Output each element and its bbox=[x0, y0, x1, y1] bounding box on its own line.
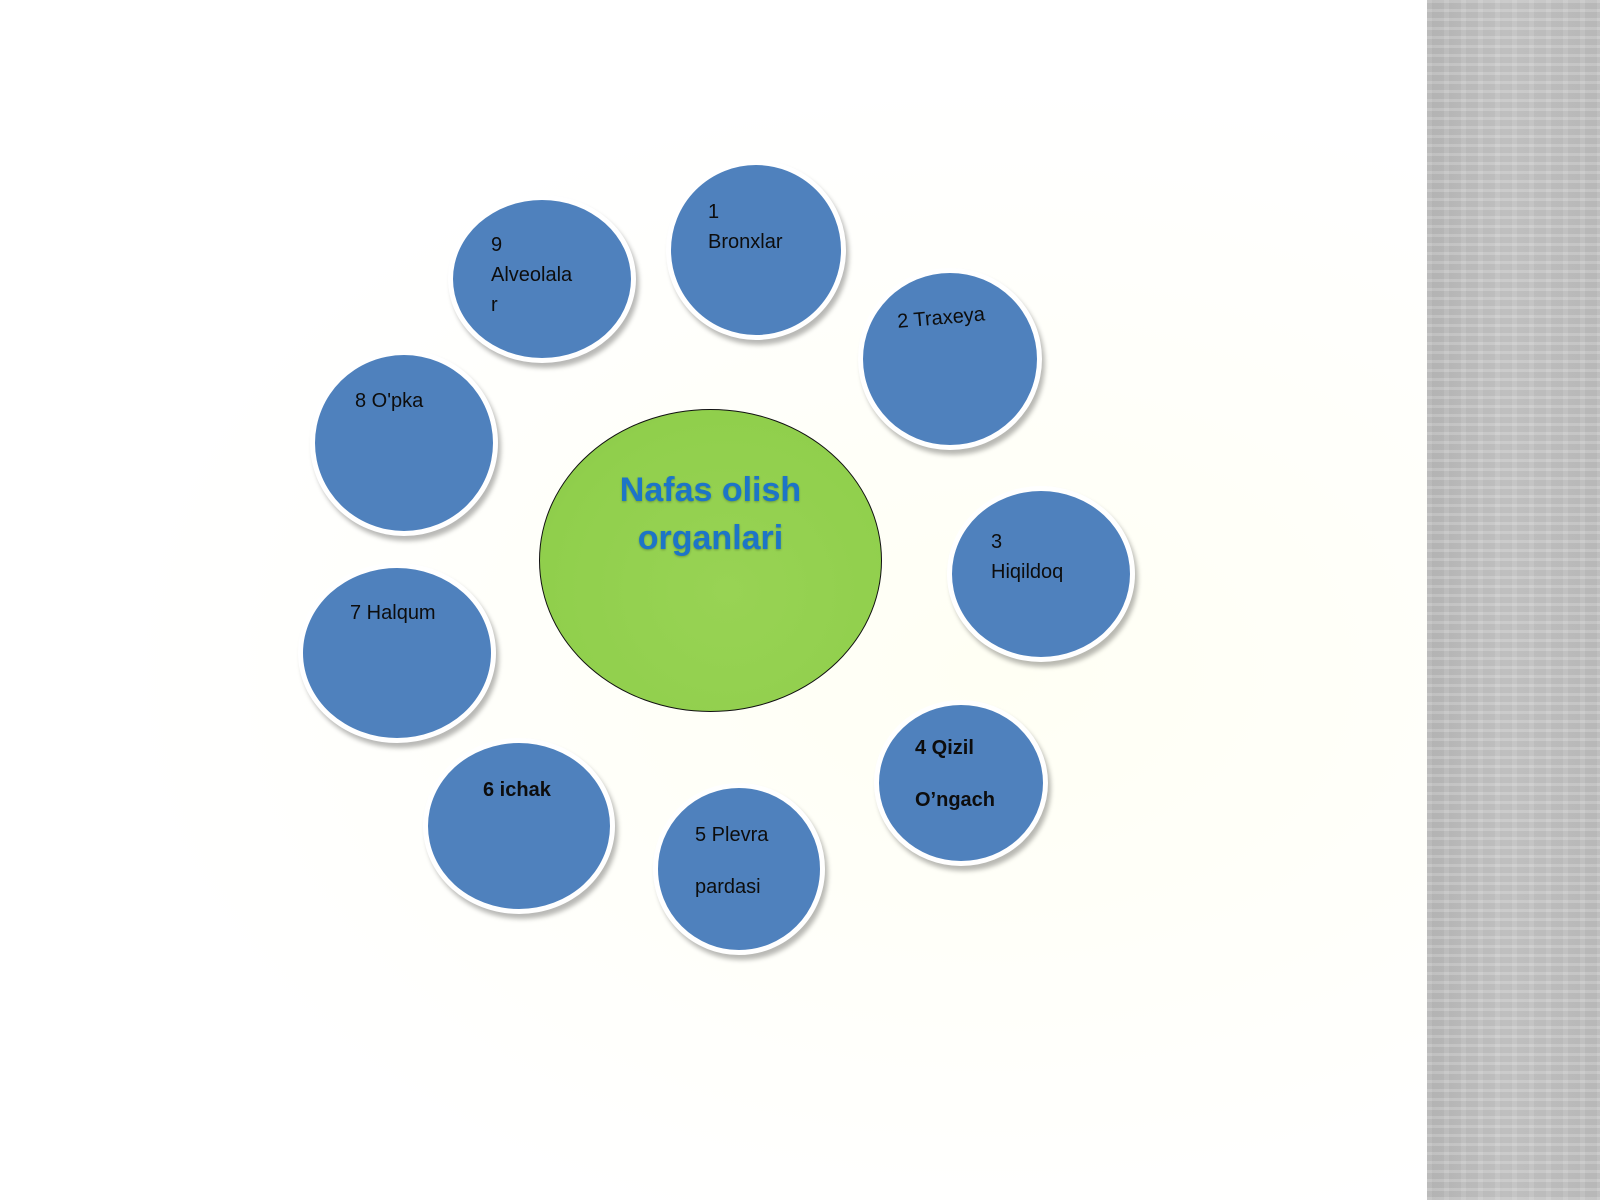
label-line: Hiqildoq bbox=[991, 561, 1064, 583]
label-line: 6 ichak bbox=[483, 779, 551, 801]
organ-node-traxeya: 2 Traxeya bbox=[858, 268, 1042, 450]
label-line: 5 Plevra bbox=[695, 824, 769, 846]
label-line: 2 Traxeya bbox=[896, 303, 986, 333]
organ-node-label: 6 ichak bbox=[483, 775, 551, 805]
center-node: Nafas olish organlari bbox=[539, 409, 882, 712]
label-line: 1 bbox=[708, 201, 720, 223]
organ-node-label: 8 O'pka bbox=[355, 386, 423, 416]
label-line: Alveolala bbox=[491, 264, 573, 286]
label-line: 3 bbox=[991, 531, 1003, 553]
label-line: pardasi bbox=[695, 876, 761, 898]
label-line: 8 O'pka bbox=[355, 390, 424, 412]
label-line: 4 Qizil bbox=[915, 737, 974, 759]
organ-node-bronxlar: 1 Bronxlar bbox=[666, 160, 846, 340]
label-line: Bronxlar bbox=[708, 231, 783, 253]
label-line: O’ngach bbox=[915, 789, 996, 811]
organ-node-halqum: 7 Halqum bbox=[298, 563, 496, 743]
organ-node-label: 1 Bronxlar bbox=[708, 197, 782, 257]
center-label-line-1: Nafas olish bbox=[619, 471, 802, 509]
center-label: Nafas olish organlari bbox=[540, 466, 881, 562]
organ-node-hiqildoq: 3 Hiqildoq bbox=[947, 486, 1135, 662]
organ-node-opka: 8 O'pka bbox=[310, 350, 498, 536]
organ-node-label: 5 Plevra pardasi bbox=[695, 820, 768, 902]
organ-node-label: 7 Halqum bbox=[350, 598, 436, 628]
organ-node-label: 3 Hiqildoq bbox=[991, 527, 1063, 587]
organ-node-qizilongach: 4 Qizil O’ngach bbox=[874, 700, 1048, 866]
organ-node-ichak: 6 ichak bbox=[423, 738, 615, 914]
organ-node-label: 9 Alveolala r bbox=[491, 230, 572, 320]
organ-node-label: 2 Traxeya bbox=[896, 299, 986, 337]
label-line: 9 bbox=[491, 234, 503, 256]
organ-node-label: 4 Qizil O’ngach bbox=[915, 733, 995, 815]
organ-node-alveolalar: 9 Alveolala r bbox=[448, 195, 636, 363]
center-label-line-2: organlari bbox=[637, 519, 784, 557]
side-decor-strip bbox=[1427, 0, 1600, 1200]
label-line: r bbox=[491, 294, 498, 316]
organ-node-plevra-pardasi: 5 Plevra pardasi bbox=[653, 783, 825, 955]
label-line: 7 Halqum bbox=[350, 602, 436, 624]
